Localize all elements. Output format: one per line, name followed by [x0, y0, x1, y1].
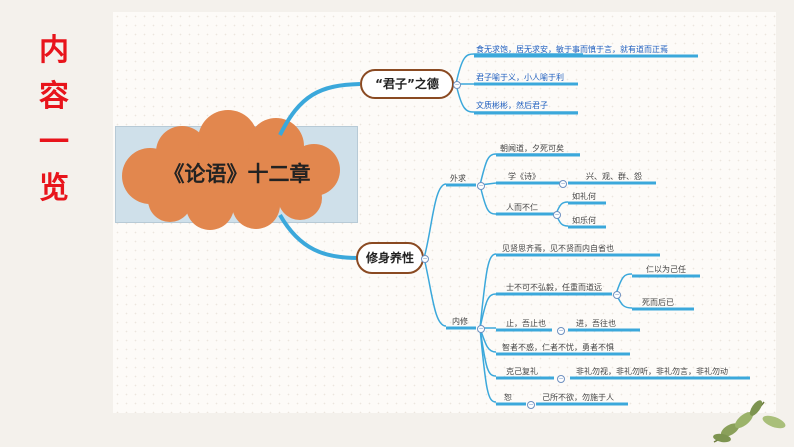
collapse-toggle-icon[interactable]: −	[477, 182, 485, 190]
collapse-toggle-icon[interactable]: −	[477, 325, 485, 333]
decorative-plant-icon	[713, 400, 786, 443]
leaf-rulihe: 如礼何	[572, 192, 596, 201]
leaf-junzi-1: 食无求饱，居无求安，敏于事而慎于言，就有道而正焉	[476, 45, 668, 54]
leaf-waiqiu-2: 学《诗》	[508, 172, 540, 181]
branch-junzi-label: “君子”之德	[375, 77, 439, 91]
leaf-neixiu-5: 克己复礼	[506, 367, 538, 376]
leaf-waiqiu-3: 人而不仁	[506, 203, 538, 212]
collapse-toggle-icon[interactable]: −	[557, 375, 565, 383]
side-title-char: 览	[39, 171, 69, 206]
leaf-neixiu-2: 士不可不弘毅，任重而道远	[506, 283, 602, 292]
node-waiqiu-label: 外求	[450, 174, 466, 183]
cloud-shape	[122, 110, 340, 230]
leaf-jisuobuyu: 己所不欲，勿施于人	[542, 393, 614, 402]
leaf-junzi-3: 文质彬彬，然后君子	[476, 101, 548, 110]
collapse-toggle-icon[interactable]: −	[527, 401, 535, 409]
leaf-feili: 非礼勿视，非礼勿听，非礼勿言，非礼勿动	[576, 367, 728, 376]
branch-xiushen-node[interactable]: 修身养性	[356, 242, 424, 274]
leaf-ruyuehe: 如乐何	[572, 216, 596, 225]
side-title-char: 内	[39, 33, 69, 68]
collapse-toggle-icon[interactable]: −	[453, 81, 461, 89]
side-title-char: 容	[39, 79, 69, 114]
leaf-neixiu-4: 智者不惑，仁者不忧，勇者不惧	[502, 343, 614, 352]
node-neixiu-label: 内修	[452, 317, 468, 326]
branch-junzi-node[interactable]: “君子”之德	[360, 69, 454, 99]
collapse-toggle-icon[interactable]: −	[553, 211, 561, 219]
side-title-char: 一	[39, 125, 69, 160]
leaf-renyiweijiren: 仁以为己任	[646, 265, 686, 274]
center-topic-label: 《论语》十二章	[163, 162, 311, 186]
branch-xiushen-label: 修身养性	[365, 251, 414, 265]
leaf-xingguanqunyuan: 兴、观、群、怨	[586, 172, 642, 181]
leaf-waiqiu-1: 朝闻道，夕死可矣	[500, 144, 564, 153]
leaf-sierhouyi: 死而后已	[642, 298, 674, 307]
collapse-toggle-icon[interactable]: −	[557, 327, 565, 335]
leaf-neixiu-1: 见贤思齐焉，见不贤而内自省也	[502, 244, 614, 253]
leaf-jinwuwangye: 进，吾往也	[576, 319, 616, 328]
collapse-toggle-icon[interactable]: −	[559, 180, 567, 188]
side-title: 内 容 一 览	[28, 28, 80, 212]
leaf-neixiu-3: 止，吾止也	[506, 319, 546, 328]
leaf-neixiu-6: 恕	[504, 393, 512, 402]
collapse-toggle-icon[interactable]: −	[613, 291, 621, 299]
leaf-junzi-2: 君子喻于义，小人喻于利	[476, 73, 564, 82]
collapse-toggle-icon[interactable]: −	[421, 255, 429, 263]
